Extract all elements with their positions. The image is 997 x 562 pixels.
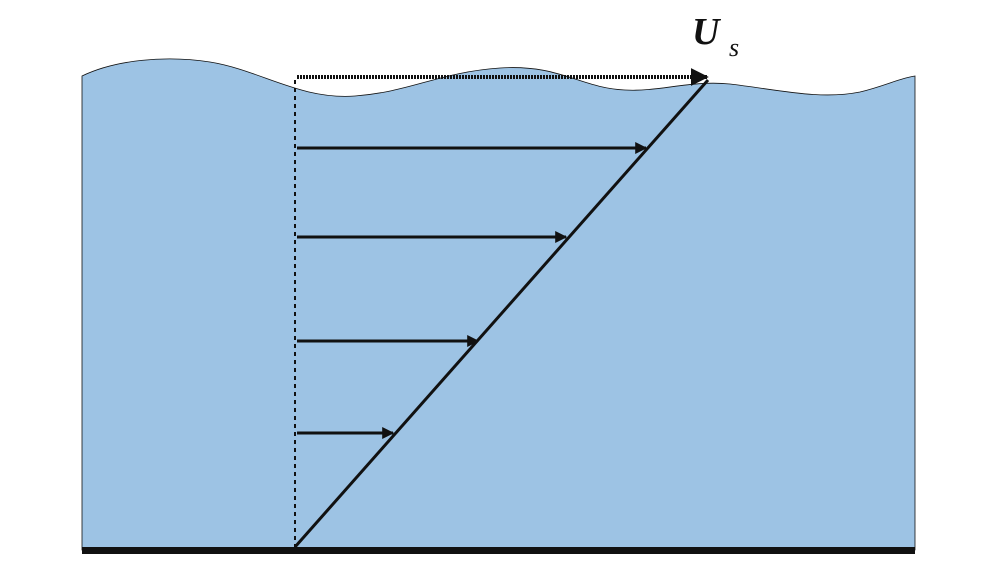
surface-velocity-label-sub: s [729,33,739,62]
surface-velocity-label-main: U [692,11,722,53]
water-body [81,58,916,551]
surface-velocity-label: U s [692,11,739,62]
velocity-profile-line [293,79,710,548]
bottom-wall [82,547,915,554]
